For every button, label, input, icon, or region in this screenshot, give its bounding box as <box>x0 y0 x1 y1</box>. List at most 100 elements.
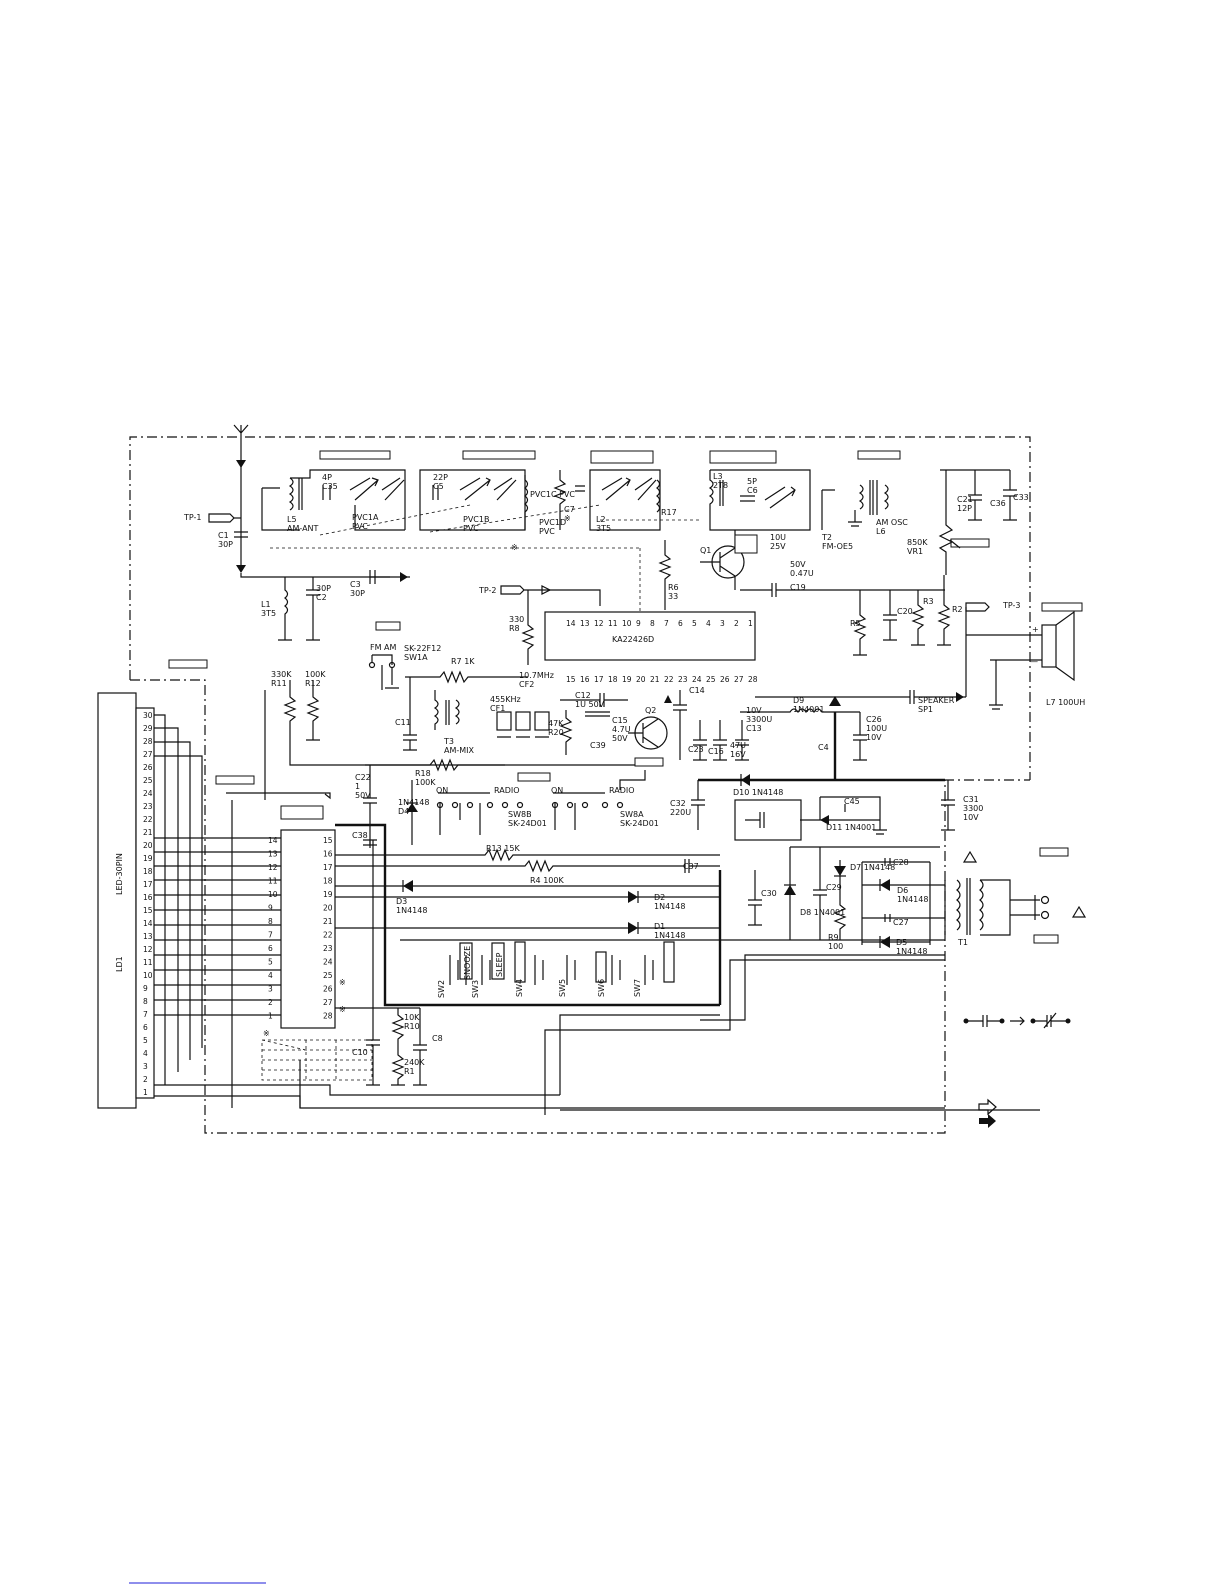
ic1-pin-4: 4 <box>706 619 711 628</box>
d1-d2-d3 <box>335 880 720 934</box>
l2-r17-c7 <box>524 470 585 530</box>
c39-label: C39 <box>590 741 606 750</box>
q2-label: Q2 <box>645 706 656 715</box>
tp3-plus: + <box>1032 625 1039 634</box>
ic2-pin-8: 8 <box>268 917 273 926</box>
lcd-pin-28: 28 <box>143 737 153 746</box>
c19 <box>740 583 945 597</box>
ic2-pin-19: 19 <box>323 890 333 899</box>
lcd-name: LD1 <box>115 956 124 972</box>
lcd-pin-7: 7 <box>143 1010 148 1019</box>
lcd-pin-21: 21 <box>143 828 153 837</box>
lcd-pin-18: 18 <box>143 867 153 876</box>
ic2-pin-4: 4 <box>268 971 273 980</box>
lcd-pin-12: 12 <box>143 945 153 954</box>
segment-table <box>261 1039 373 1081</box>
snooze-label: SNOOZE <box>463 946 472 980</box>
d10-label: D10 1N4148 <box>733 788 783 797</box>
d7-label: D7 1N4148 <box>850 863 895 872</box>
ic1-pin-11: 11 <box>608 619 618 628</box>
c27-label: C27 <box>893 918 909 927</box>
ref-mark-4: ※ <box>263 1029 270 1038</box>
ic1-pin-18: 18 <box>608 675 618 684</box>
t3 <box>433 690 460 730</box>
r6 <box>658 540 672 610</box>
pvc1c-section <box>589 469 661 531</box>
tuning-gang-lines <box>270 504 700 612</box>
sw8-switches <box>436 770 646 835</box>
ic2-pin-25: 25 <box>323 971 333 980</box>
c20-label: C20 <box>897 607 913 616</box>
c16-label: C16 <box>708 747 724 756</box>
switch-row <box>383 872 720 1007</box>
r3-label: R3 <box>923 597 934 606</box>
c26 <box>755 690 966 704</box>
tp3-speaker: TP-3 + — <box>965 601 1075 710</box>
c11 <box>403 677 417 751</box>
lcd-pin-27: 27 <box>143 750 153 759</box>
sw2-label: SW2 <box>437 980 446 998</box>
lcd-pin-19: 19 <box>143 854 153 863</box>
lcd-pin-22: 22 <box>143 815 153 824</box>
lcd-pin-20: 20 <box>143 841 153 850</box>
ic1-pin-21: 21 <box>650 675 660 684</box>
l6-osc-section <box>708 469 811 531</box>
lcd-pin-17: 17 <box>143 880 153 889</box>
sw7-label: SW7 <box>633 979 642 997</box>
t1-label: T1 <box>957 938 968 947</box>
l5-antenna-coil <box>261 469 406 531</box>
c45-label: C45 <box>844 797 860 806</box>
sw8a-radio: RADIO <box>609 786 635 795</box>
lcd-pin-15: 15 <box>143 906 153 915</box>
r8 <box>521 590 535 665</box>
ic1-pin-2: 2 <box>734 619 739 628</box>
c7-label: C7※ <box>564 505 575 523</box>
ic2-pin-18: 18 <box>323 877 333 886</box>
lcd-pin-6: 6 <box>143 1023 148 1032</box>
ic2-pin-20: 20 <box>323 904 333 913</box>
ic1-ka22426d: KA22426D <box>544 611 756 661</box>
c38-r13-r4-c37 <box>335 823 720 873</box>
ic2-pin-11: 11 <box>268 877 278 886</box>
c33v-label: C33 <box>1013 493 1029 502</box>
ic2-pin-24: 24 <box>323 958 333 967</box>
l3-label: R17 <box>661 508 677 517</box>
ic2-pin-27: 27 <box>323 998 333 1007</box>
l7-d9-c4 <box>740 696 867 780</box>
c14-label: C14 <box>689 686 705 695</box>
ic2-pin-23: 23 <box>323 944 333 953</box>
ic1-name: KA22426D <box>612 635 654 644</box>
ic1-pin-13: 13 <box>580 619 590 628</box>
sw3-label: SW3 <box>471 980 480 998</box>
t1-transformer <box>944 850 1087 936</box>
lcd-pin-30: 30 <box>143 711 153 720</box>
c28-label: C28 <box>893 858 909 867</box>
tp3-label: TP-3 <box>1002 601 1021 610</box>
board-outline <box>129 436 1031 1134</box>
lcd-pin-13: 13 <box>143 932 153 941</box>
ic1-pin-27: 27 <box>734 675 744 684</box>
c12-c15-r20 <box>559 693 628 755</box>
lcd-pin-8: 8 <box>143 997 148 1006</box>
